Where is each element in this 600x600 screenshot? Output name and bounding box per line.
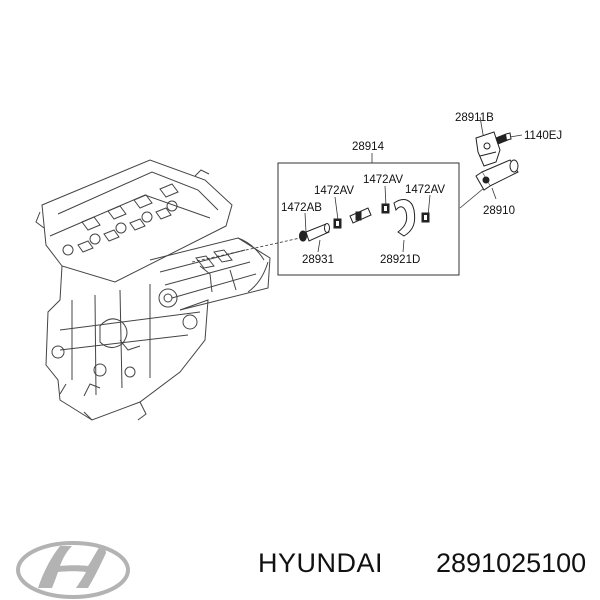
clamp-1472av-left-drawing [333,218,342,229]
label-tube-28931: 28931 [302,254,334,266]
clamp-1472av-mid-drawing [381,203,390,214]
clamp-1472av-right-drawing [421,212,430,223]
tube-28931-drawing [305,223,330,242]
label-bracket-28911b: 28911B [455,112,494,124]
valve-28910-drawing [475,159,519,191]
bracket-28911b-drawing [475,131,501,167]
label-clamp-1472av-right: 1472AV [405,184,445,196]
part-number: 2891025100 [436,548,587,578]
hyundai-logo [16,541,130,599]
engine-block-drawing [35,159,271,421]
label-assembly-28914: 28914 [352,141,385,153]
connector-drawing [349,207,372,224]
label-clamp-1472av-left: 1472AV [314,185,354,197]
label-bolt-1140ej: 1140EJ [524,130,562,142]
label-valve-28910: 28910 [483,205,515,217]
label-clamp-1472ab: 1472AB [281,202,322,214]
valve-assembly [475,131,519,191]
hose-28921d-drawing [393,199,416,237]
bolt-1140ej-drawing [495,132,512,145]
brand-name: HYUNDAI [258,548,384,578]
label-hose-28921d: 28921D [380,254,420,266]
clamp-1472ab-drawing [299,230,307,242]
pcv-parts [299,199,430,242]
assembly-callout-box [277,162,460,276]
label-clamp-1472av-mid: 1472AV [363,174,403,186]
